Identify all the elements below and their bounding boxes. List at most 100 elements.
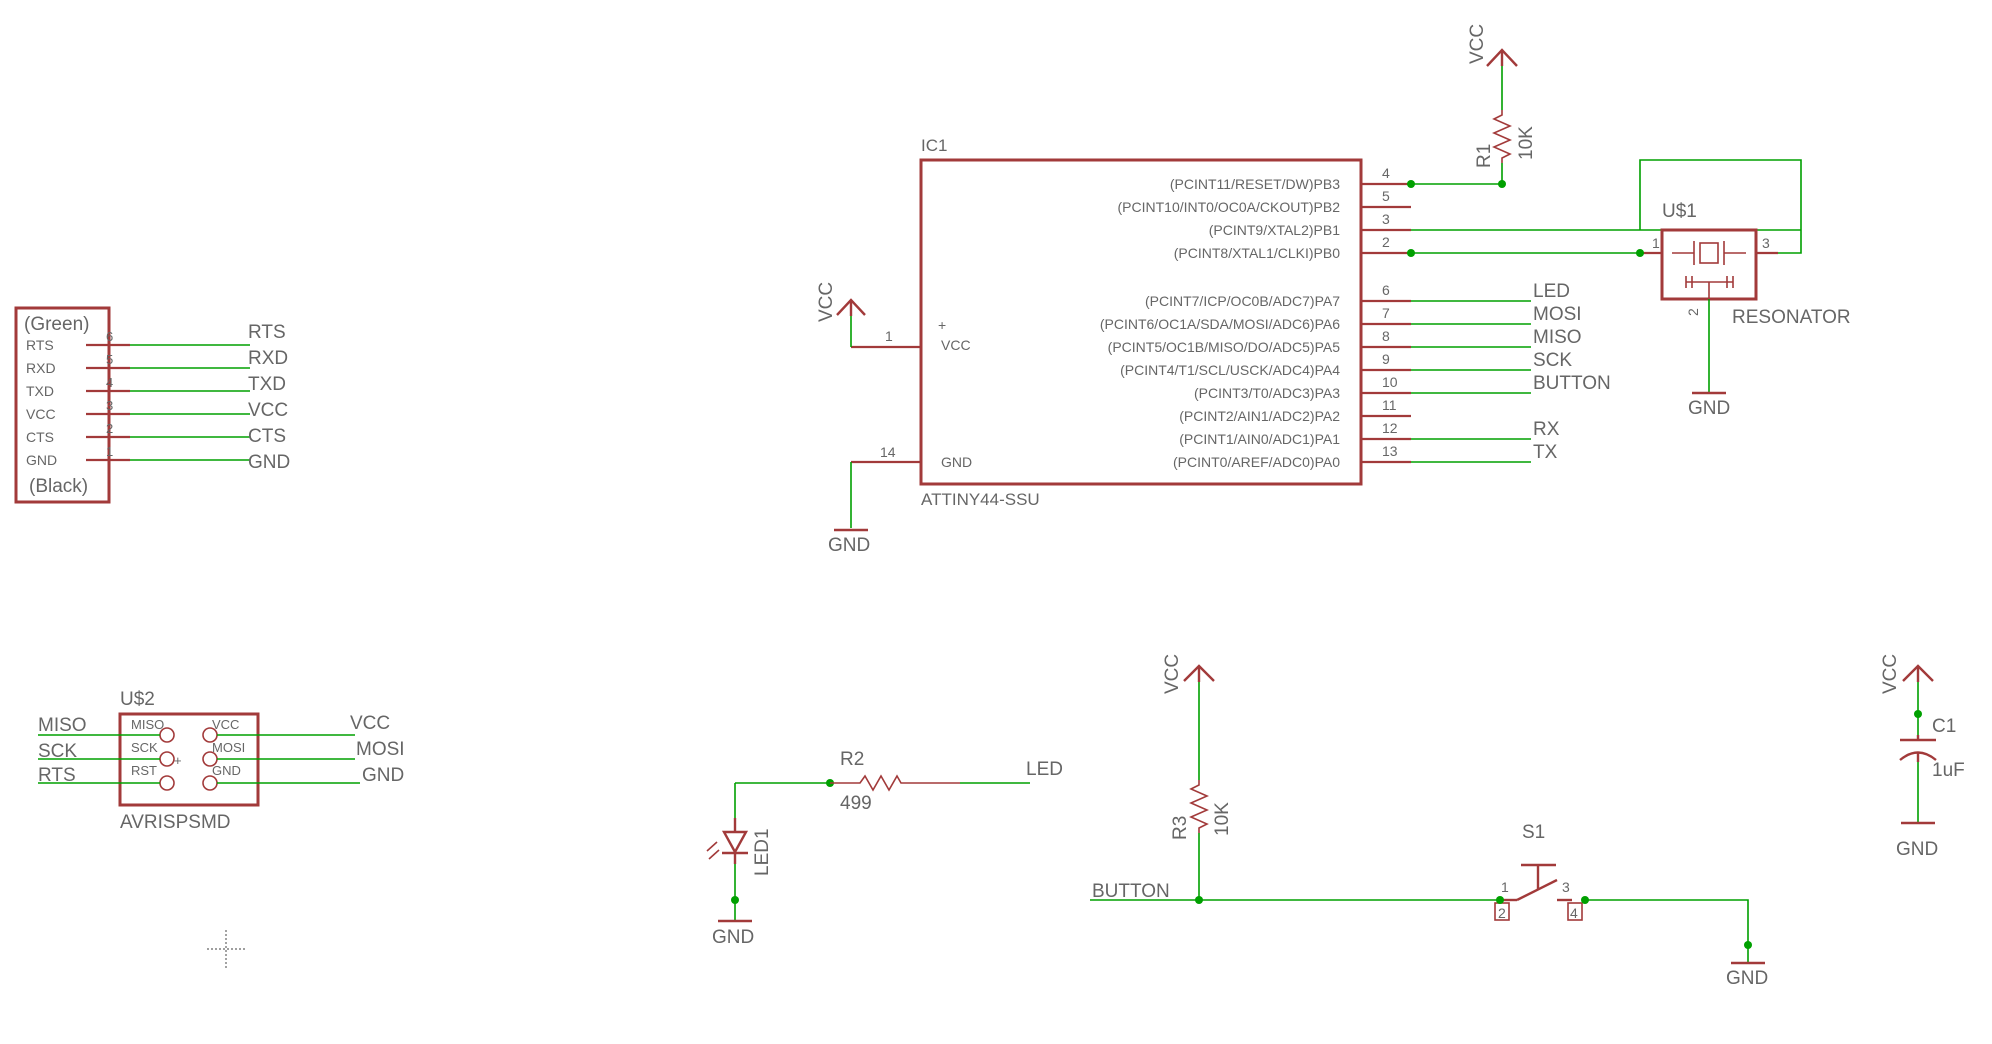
ic1-pin-num: 13	[1382, 443, 1398, 459]
ic1-pin-num: 10	[1382, 374, 1398, 390]
button-net-label: BUTTON	[1092, 881, 1170, 902]
junction	[1496, 896, 1504, 904]
r3-vcc-label: VCC	[1162, 654, 1183, 694]
pushbutton-icon	[1494, 863, 1583, 921]
wire-resonator-pin3	[1639, 159, 1802, 254]
net-label-tx: TX	[1533, 442, 1558, 463]
ic1-pin-label: (PCINT2/AIN1/ADC2)PA2	[1179, 408, 1340, 424]
r2-value: 499	[840, 793, 872, 814]
ic1-pin-num: 11	[1382, 397, 1397, 413]
isp-pad-icon	[159, 751, 175, 767]
r3-value: 10K	[1212, 802, 1233, 836]
isp-pad-icon	[159, 727, 175, 743]
ftdi-pin-num: 1	[106, 444, 113, 459]
ic1-attiny44[interactable]: IC1 ATTINY44-SSU VCC GND + 1 14 4 5 3 2	[816, 136, 1801, 556]
led1-gnd-label: GND	[712, 927, 754, 948]
isp-net-label: MOSI	[356, 739, 405, 760]
ftdi-net-label: TXD	[248, 374, 286, 395]
capacitor-icon	[1899, 735, 1937, 762]
led-circuit[interactable]: R2 499 LED LED1 GND	[706, 749, 1063, 948]
ic1-pin-label: (PCINT11/RESET/DW)PB3	[1170, 176, 1340, 192]
ftdi-net-label: GND	[248, 452, 290, 473]
isp-pin-name: VCC	[212, 717, 239, 732]
ftdi-pin-name: CTS	[26, 429, 54, 445]
isp-pin-name: MOSI	[212, 740, 245, 755]
ic1-pin-gnd-num: 14	[880, 444, 896, 460]
ic1-pin-label: (PCINT1/AIN0/ADC1)PA1	[1179, 431, 1340, 447]
isp-net-label: MISO	[38, 715, 87, 736]
isp-value: AVRISPSMD	[120, 812, 231, 833]
ftdi-header[interactable]: (Green) (Black) RTS RXD TXD VCC CTS GND …	[14, 306, 290, 504]
r2-net-label: LED	[1026, 759, 1063, 780]
isp-pin-name: GND	[212, 763, 241, 778]
resonator-name: U$1	[1662, 201, 1697, 222]
isp-net-label: SCK	[38, 741, 77, 762]
ftdi-pin-num: 5	[106, 352, 113, 367]
wire-s1-gnd	[1585, 899, 1749, 962]
ftdi-pin-num: 3	[106, 398, 113, 413]
isp-net-label: RTS	[38, 765, 76, 786]
ftdi-net-label: VCC	[248, 400, 288, 421]
c1-capacitor[interactable]: VCC C1 1uF GND	[1880, 654, 1965, 860]
ftdi-pin-name: RXD	[26, 360, 56, 376]
resonator-pin2: 2	[1685, 308, 1701, 316]
resistor-zigzag-icon	[1189, 780, 1209, 833]
ftdi-bottom-label: (Black)	[29, 476, 88, 497]
s1-gnd-label: GND	[1726, 968, 1768, 989]
ic1-vcc-label: VCC	[941, 337, 971, 353]
isp-pad-icon	[202, 751, 218, 767]
button-circuit[interactable]: VCC R3 10K BUTTON S1 1 2 3 4 GND	[1090, 654, 1768, 989]
ic1-pin-num: 12	[1382, 420, 1398, 436]
isp-pad-icon	[202, 727, 218, 743]
junction	[1914, 710, 1922, 718]
ic1-pin1-marker: +	[938, 317, 946, 333]
s1-name: S1	[1522, 822, 1545, 843]
resonator-pin1: 1	[1652, 235, 1660, 251]
s1-pin: 1	[1501, 879, 1509, 895]
ic1-pin-num: 7	[1382, 305, 1390, 321]
ic1-value: ATTINY44-SSU	[921, 490, 1040, 509]
isp-pad-icon	[159, 775, 175, 791]
ftdi-pin-num: 4	[106, 375, 113, 390]
c1-vcc-label: VCC	[1880, 654, 1901, 694]
resistor-zigzag-icon	[1492, 110, 1512, 163]
ic1-pin-vcc-num: 1	[885, 328, 893, 344]
junction	[731, 896, 739, 904]
ic-gnd-label: GND	[828, 535, 870, 556]
isp-net-label: GND	[362, 765, 404, 786]
resonator-value: RESONATOR	[1732, 307, 1851, 328]
ic1-gnd-label: GND	[941, 454, 972, 470]
ic1-pin-num: 8	[1382, 328, 1390, 344]
junction	[1407, 249, 1415, 257]
resonator-pin3: 3	[1762, 235, 1770, 251]
net-label-button: BUTTON	[1533, 373, 1611, 394]
r1-resistor[interactable]: VCC R1 10K	[1467, 24, 1537, 188]
isp-pin-name: MISO	[131, 717, 164, 732]
ftdi-net-label: RXD	[248, 348, 288, 369]
resistor-zigzag-icon	[830, 774, 960, 792]
ic1-pin-num: 4	[1382, 165, 1390, 181]
isp-pin1-marker: +	[174, 753, 182, 768]
s1-pin: 4	[1570, 905, 1578, 921]
ic1-pin-label: (PCINT10/INT0/OC0A/CKOUT)PB2	[1118, 199, 1341, 215]
isp-header-u2[interactable]: U$2 AVRISPSMD MISO SCK RST VCC MOSI GND …	[38, 689, 405, 833]
net-label-mosi: MOSI	[1533, 304, 1582, 325]
ic1-pin-label: (PCINT4/T1/SCL/USCK/ADC4)PA4	[1120, 362, 1340, 378]
c1-name: C1	[1932, 716, 1956, 737]
resonator-u1[interactable]: U$1 RESONATOR 1 2 3 GND	[1636, 159, 1851, 419]
net-label-miso: MISO	[1533, 327, 1582, 348]
ftdi-net-label: CTS	[248, 426, 286, 447]
ftdi-pin-name: VCC	[26, 406, 56, 422]
resonator-gnd-label: GND	[1688, 398, 1730, 419]
ftdi-top-label: (Green)	[24, 314, 89, 335]
ftdi-pin-name: RTS	[26, 337, 54, 353]
crystal-icon	[1672, 241, 1746, 299]
ic1-pin-num: 5	[1382, 188, 1390, 204]
ftdi-pin-name: TXD	[26, 383, 54, 399]
ic1-pin-label: (PCINT5/OC1B/MISO/DO/ADC5)PA5	[1108, 339, 1341, 355]
net-label-led: LED	[1533, 281, 1570, 302]
ic1-pin-label: (PCINT3/T0/ADC3)PA3	[1194, 385, 1340, 401]
ic1-right-pins: 4 5 3 2 6 7 8 9 10 11 12 13 (PCINT11/RES…	[1100, 165, 1411, 470]
ic1-net-labels: LED MOSI MISO SCK BUTTON RX TX	[1533, 281, 1611, 463]
